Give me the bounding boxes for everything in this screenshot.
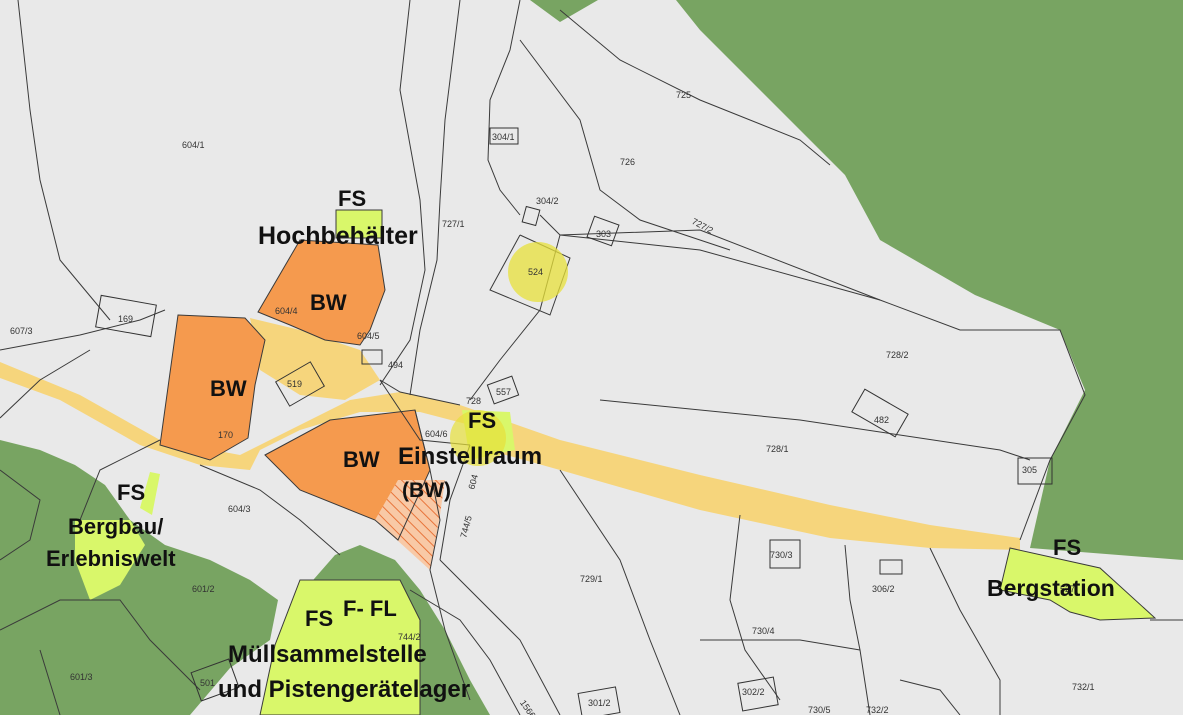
fs-label-muell: FS <box>305 606 333 631</box>
bw-label-top: BW <box>310 290 347 315</box>
road-loop <box>250 318 380 400</box>
fs-hochbehaelter-area <box>336 210 382 238</box>
fs-muell-area <box>260 580 420 715</box>
parcel-label: 306/2 <box>872 584 895 594</box>
parcel-label: 725 <box>676 90 691 100</box>
parcel-label: 730/3 <box>770 550 793 560</box>
bw-label-center: BW <box>343 447 380 472</box>
buildings <box>95 127 1053 715</box>
parcel-label: 302/2 <box>742 687 765 697</box>
forest-northeast <box>676 0 1183 560</box>
hochbehaelter-label: Hochbehälter <box>258 222 418 250</box>
bw-zone-top <box>258 240 385 345</box>
parcel-label: 527 <box>1060 584 1075 594</box>
parcel-label: 604 <box>466 473 480 490</box>
parcel-labels: 604/1 725 726 304/1 304/2 303 727/1 727/… <box>10 90 1095 715</box>
fs-bergbau-area <box>140 472 160 515</box>
parcel-label: 607/3 <box>10 326 33 336</box>
parcel-label: 557 <box>496 387 511 397</box>
fs-bergstation-area <box>1000 548 1155 620</box>
parcel-label: 744/2 <box>398 632 421 642</box>
parcel-label: 604/6 <box>425 429 448 439</box>
highlight-marker-524[interactable] <box>508 242 568 302</box>
parcel-label: 601/2 <box>192 584 215 594</box>
f-fl-label: F- FL <box>343 596 397 621</box>
road-east <box>460 405 1020 550</box>
parcel-label: 732/2 <box>866 705 889 715</box>
parcel-label: 305 <box>1022 465 1037 475</box>
bergstation-label: Bergstation <box>987 575 1115 601</box>
fs-label-hochbehaelter: FS <box>338 186 366 211</box>
parcel-label: 726 <box>620 157 635 167</box>
parcel-label: 727/1 <box>442 219 465 229</box>
parcel-label: 728 <box>466 396 481 406</box>
parcel-label: 304/1 <box>492 132 515 142</box>
parcel-label: 482 <box>874 415 889 425</box>
parcel-label: 604/1 <box>182 140 205 150</box>
parcel-label: 730/5 <box>808 705 831 715</box>
parcel-label: 601/3 <box>70 672 93 682</box>
fs-label-einstellraum: FS <box>468 408 496 433</box>
parcel-label: 519 <box>287 379 302 389</box>
parcel-label: 604/5 <box>357 331 380 341</box>
fs-label-bergbau: FS <box>117 480 145 505</box>
bw-zone-hatched <box>375 480 445 570</box>
zone-outlines <box>159 209 1157 715</box>
bw-zone-left <box>160 315 265 460</box>
highlight-marker-einstellraum[interactable] <box>450 410 506 466</box>
parcel-label: 728/2 <box>886 350 909 360</box>
main-road <box>0 318 1020 550</box>
fs-label-bergstation: FS <box>1053 535 1081 560</box>
parcel-label: 170 <box>218 430 233 440</box>
forest-southwest <box>0 440 278 715</box>
road-west <box>0 362 470 470</box>
parcel-label: 732/1 <box>1072 682 1095 692</box>
parcel-label: 301/2 <box>588 698 611 708</box>
parcel-label: 729/1 <box>580 574 603 584</box>
einstellraum-bw-label: (BW) <box>402 479 451 502</box>
parcel-label: 524 <box>528 267 543 277</box>
parcel-label: 604/3 <box>228 504 251 514</box>
einstellraum-label: Einstellraum <box>398 443 542 470</box>
parcel-label: 501 <box>200 678 215 688</box>
parcel-label: 303 <box>596 229 611 239</box>
parcel-label: 169 <box>118 314 133 324</box>
pistengeraetelager-label: und Pistengerätelager <box>218 676 470 703</box>
bw-label-left: BW <box>210 376 247 401</box>
erlebniswelt-label: Erlebniswelt <box>46 546 176 571</box>
parcel-label: 728/1 <box>766 444 789 454</box>
parcel-label: 494 <box>388 360 403 370</box>
parcel-label: 604/4 <box>275 306 298 316</box>
bergbau-label: Bergbau/ <box>68 514 163 539</box>
parcel-label: 304/2 <box>536 196 559 206</box>
parcel-label: 730/4 <box>752 626 775 636</box>
muellsammelstelle-label: Müllsammelstelle <box>228 641 427 668</box>
forest-top-patch <box>530 0 598 22</box>
zone-labels: BW BW BW FS Hochbehälter FS Einstellraum… <box>46 186 1115 703</box>
fs-bergbau-area-2 <box>75 520 145 600</box>
